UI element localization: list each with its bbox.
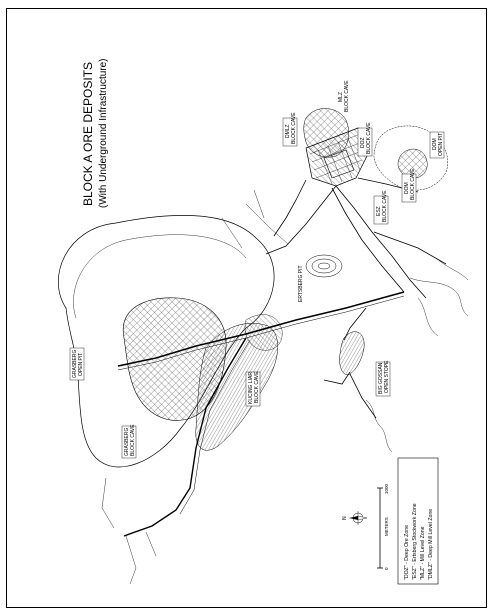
- svg-text:BLOCK CAVE: BLOCK CAVE: [382, 190, 388, 222]
- svg-text:BIG GOSSAN: BIG GOSSAN: [378, 362, 384, 394]
- legend-item-esz: "ESZ" - Ertsberg Stockwork Zone: [412, 503, 418, 580]
- label-dmlz: DMLZ BLOCK CAVE: [282, 112, 298, 147]
- label-grasberg-open-pit: GRASBERG OPEN PIT: [69, 347, 85, 381]
- svg-text:ERTSBERG PIT: ERTSBERG PIT: [298, 265, 304, 302]
- label-esz: ESZ BLOCK CAVE: [373, 190, 389, 225]
- svg-text:DMLZ: DMLZ: [285, 124, 291, 138]
- map-subtitle: (With Underground Infrastructure): [98, 58, 109, 208]
- svg-text:DOZ: DOZ: [360, 137, 366, 148]
- svg-text:BLOCK CAVE: BLOCK CAVE: [410, 168, 416, 200]
- underground-drift-grid: [309, 133, 365, 185]
- label-big-gossan: BIG GOSSAN OPEN STOPE: [375, 360, 391, 397]
- grasberg-pit-inner-outline: [73, 234, 247, 319]
- scale-end: 1000: [384, 483, 389, 494]
- svg-text:OPEN PIT: OPEN PIT: [78, 353, 84, 376]
- dom-open-pit-outline: [373, 125, 448, 191]
- underground-tunnels: [265, 177, 447, 419]
- legend: "DOZ" - Deep Ore Zone "ESZ" - Ertsberg S…: [397, 457, 439, 585]
- legend-item-dmlz: "DMLZ" - Deep Mill Level Zone: [428, 509, 434, 580]
- svg-text:MLZ: MLZ: [338, 92, 344, 102]
- label-kucing-liar: KUCING LIAR BLOCK CAVE: [245, 371, 261, 407]
- label-grasberg-block-cave: GRASBERG BLOCK CAVE: [121, 424, 137, 459]
- big-gossan-open-stope-zone: [339, 331, 365, 375]
- legend-item-doz: "DOZ" - Deep Ore Zone: [404, 525, 410, 580]
- label-doz: DOZ BLOCK CAVE: [357, 122, 373, 157]
- title-group: BLOCK A ORE DEPOSITS (With Underground I…: [81, 58, 109, 208]
- kucing-liar-east-zone: [244, 314, 283, 351]
- label-dom-open-pit: DOM OPEN PIT: [429, 131, 445, 159]
- svg-text:ESZ: ESZ: [376, 206, 382, 216]
- svg-text:BLOCK CAVE: BLOCK CAVE: [344, 80, 350, 112]
- doz-block-cave-zone: [323, 149, 355, 179]
- ertsberg-pit-contours: [305, 254, 343, 278]
- label-mlz: MLZ BLOCK CAVE: [338, 80, 350, 112]
- scale-start: 0: [384, 567, 389, 570]
- map-title: BLOCK A ORE DEPOSITS: [81, 62, 95, 206]
- north-letter: N: [342, 516, 348, 520]
- label-dom-block-cave: DOM BLOCK CAVE: [401, 168, 417, 203]
- svg-text:DOM: DOM: [404, 182, 410, 194]
- scale-unit: METERS: [384, 517, 389, 536]
- svg-text:GRASBERG: GRASBERG: [124, 428, 130, 456]
- svg-text:BLOCK CAVE: BLOCK CAVE: [291, 112, 297, 144]
- legend-item-mlz: "MLZ" - Mill Level Zone: [420, 526, 426, 580]
- svg-text:OPEN PIT: OPEN PIT: [438, 133, 444, 156]
- terrain-lines: [101, 189, 469, 585]
- svg-text:OPEN STOPE: OPEN STOPE: [384, 360, 390, 393]
- svg-text:GRASBERG: GRASBERG: [72, 350, 78, 378]
- map-sheet-border: [6, 8, 487, 608]
- label-ertsberg-pit: ERTSBERG PIT: [298, 265, 304, 302]
- block-a-ore-deposits-map: BLOCK A ORE DEPOSITS (With Underground I…: [57, 58, 469, 585]
- north-arrow-icon: N: [342, 511, 368, 525]
- svg-text:KUCING LIAR: KUCING LIAR: [248, 372, 254, 404]
- main-access-tunnel: [117, 291, 405, 537]
- svg-text:BLOCK CAVE: BLOCK CAVE: [366, 122, 372, 154]
- scale-bar: 0 1000 METERS: [377, 483, 389, 570]
- svg-text:BLOCK CAVE: BLOCK CAVE: [254, 371, 260, 403]
- svg-text:BLOCK CAVE: BLOCK CAVE: [130, 424, 136, 456]
- svg-text:DOM: DOM: [432, 138, 438, 150]
